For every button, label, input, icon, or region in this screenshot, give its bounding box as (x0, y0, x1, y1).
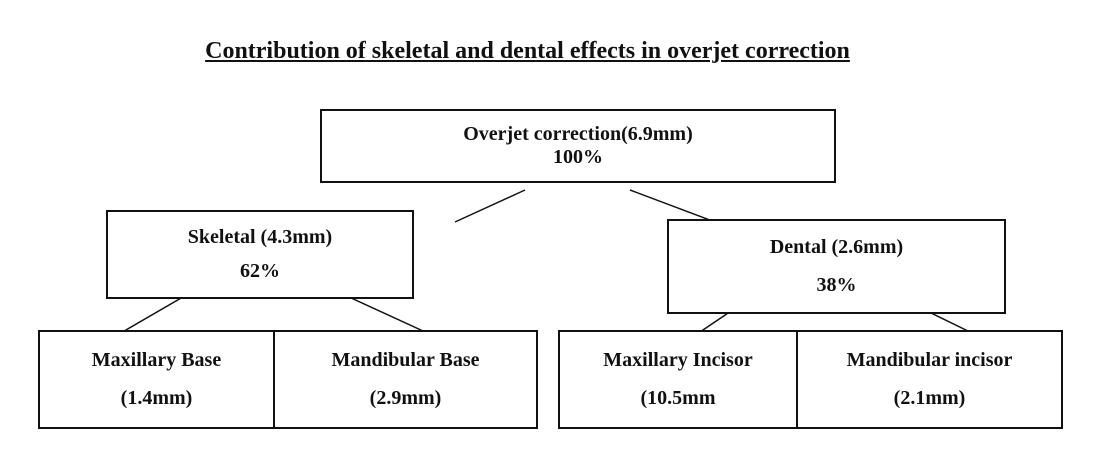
mandibular-incisor-value: (2.1mm) (893, 386, 966, 409)
maxillary-base-value: (1.4mm) (120, 386, 193, 409)
maxillary-incisor-label: Maxillary Incisor (603, 349, 753, 372)
mandibular-incisor-label: Mandibular incisor (846, 349, 1013, 372)
dental-percent: 38% (816, 273, 857, 296)
root-label: Overjet correction(6.9mm) (463, 123, 693, 145)
mandibular-incisor-node: Mandibular incisor (2.1mm) (798, 332, 1061, 427)
dental-label: Dental (2.6mm) (769, 236, 904, 259)
connector-root-skeletal (454, 189, 526, 223)
maxillary-incisor-node: Maxillary Incisor (10.5mm (560, 332, 798, 427)
diagram-title: Contribution of skeletal and dental effe… (205, 38, 850, 64)
mandibular-base-label: Mandibular Base (331, 349, 480, 372)
mandibular-base-value: (2.9mm) (369, 386, 442, 409)
maxillary-base-node: Maxillary Base (1.4mm) (40, 332, 275, 427)
skeletal-percent: 62% (240, 260, 280, 283)
dental-children: Maxillary Incisor (10.5mm Mandibular inc… (558, 330, 1063, 429)
root-node: Overjet correction(6.9mm) 100% (320, 109, 836, 183)
skeletal-label: Skeletal (4.3mm) (187, 225, 333, 248)
skeletal-children: Maxillary Base (1.4mm) Mandibular Base (… (38, 330, 538, 429)
root-percent: 100% (553, 146, 603, 168)
mandibular-base-node: Mandibular Base (2.9mm) (275, 332, 536, 427)
maxillary-base-label: Maxillary Base (91, 349, 222, 372)
maxillary-incisor-value: (10.5mm (640, 386, 716, 409)
dental-node: Dental (2.6mm) 38% (667, 219, 1006, 314)
skeletal-node: Skeletal (4.3mm) 62% (106, 210, 414, 299)
